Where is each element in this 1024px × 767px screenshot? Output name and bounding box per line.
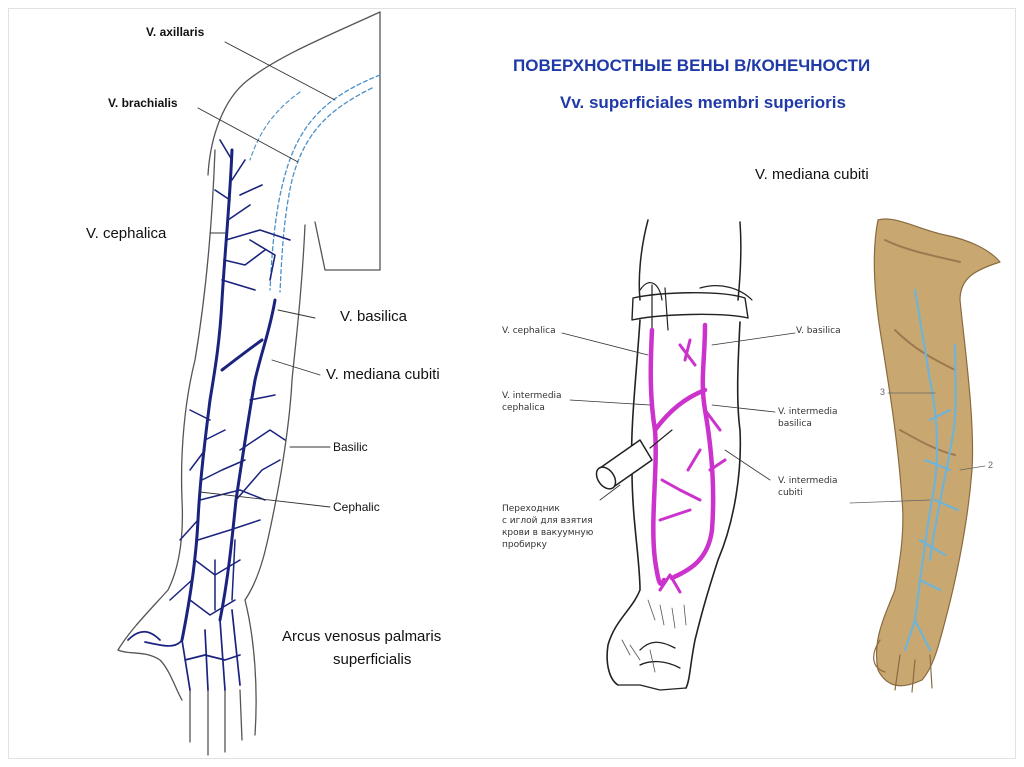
basilic-vein-mid [669, 322, 716, 581]
label-v-cephalica: V. cephalica [86, 225, 167, 242]
forearm-network [169, 394, 286, 616]
label-v-basilica: V. basilica [340, 308, 407, 325]
arm-hatching [621, 599, 687, 673]
tourniquet-strap [639, 282, 753, 331]
label-arcus-line1: Arcus venosus palmaris [282, 628, 442, 645]
label-v-mediana-cubiti-left: V. mediana cubiti [326, 366, 440, 383]
label-adapter-2: с иглой для взятия [502, 516, 593, 526]
arm-outline-left [117, 149, 216, 651]
axillary-deep-vein-2 [279, 87, 373, 293]
deep-vein-3 [249, 91, 301, 161]
left-arm-diagram [117, 11, 381, 756]
shoulder-outline [207, 11, 381, 176]
label-mid-int-basilica-2: basilica [778, 419, 812, 429]
median-cubital-vein [220, 338, 264, 372]
hand-outline [117, 599, 257, 756]
hand-veins [127, 609, 241, 691]
cephalic-vein [180, 148, 234, 642]
label-mid-int-cubiti-2: cubiti [778, 488, 803, 498]
label-mid-cephalica: V. cephalica [502, 326, 556, 336]
label-v-axillaris: V. axillaris [146, 25, 205, 39]
basilic-vein [218, 298, 277, 622]
right-arm-hand [873, 639, 933, 693]
label-adapter-1: Переходник [502, 504, 560, 514]
axillary-deep-vein-1 [269, 74, 381, 291]
torso-outline [314, 11, 381, 271]
intermedia-veins-mid [658, 338, 727, 594]
label-mid-int-cephalica-1: V. intermedia [502, 391, 562, 401]
upper-tributaries [214, 139, 291, 291]
label-mid-int-cephalica-2: cephalica [502, 403, 545, 413]
page-subtitle: Vv. superficiales membri superioris [560, 93, 846, 112]
label-num-2: 2 [988, 460, 994, 470]
label-adapter-3: крови в вакуумную [502, 528, 594, 538]
forearm-outline-right [685, 321, 742, 689]
forearm-outline-left [606, 319, 641, 686]
right-arm-illustration [849, 218, 1001, 693]
middle-arm-diagram [561, 219, 796, 691]
label-mid-basilica: V. basilica [796, 326, 841, 336]
right-arm-veins [903, 288, 960, 652]
label-mid-int-cubiti-1: V. intermedia [778, 476, 838, 486]
label-arcus-line2: superficialis [333, 651, 412, 668]
leader-lines-mid [561, 332, 796, 501]
tourniquet [631, 292, 749, 321]
label-adapter-4: пробирку [502, 540, 547, 550]
label-v-mediana-cubiti-mid: V. mediana cubiti [755, 166, 869, 183]
vacuum-adapter [595, 429, 673, 490]
cephalic-vein-mid [648, 327, 667, 587]
label-basilic: Basilic [333, 440, 368, 454]
arm-outline-right [244, 224, 306, 601]
label-cephalic: Cephalic [333, 500, 380, 514]
right-leader-lines [849, 392, 986, 504]
label-mid-int-basilica-1: V. intermedia [778, 407, 838, 417]
upper-arm-outline [638, 219, 742, 301]
median-cubital-mid [652, 387, 708, 433]
label-num-3: 3 [880, 387, 886, 397]
page-title: ПОВЕРХНОСТНЫЕ ВЕНЫ В/КОНЕЧНОСТИ [513, 56, 871, 75]
label-v-brachialis: V. brachialis [108, 96, 178, 110]
hand-outline-mid [617, 641, 687, 691]
leader-lines [197, 41, 336, 508]
slide [8, 8, 1016, 759]
